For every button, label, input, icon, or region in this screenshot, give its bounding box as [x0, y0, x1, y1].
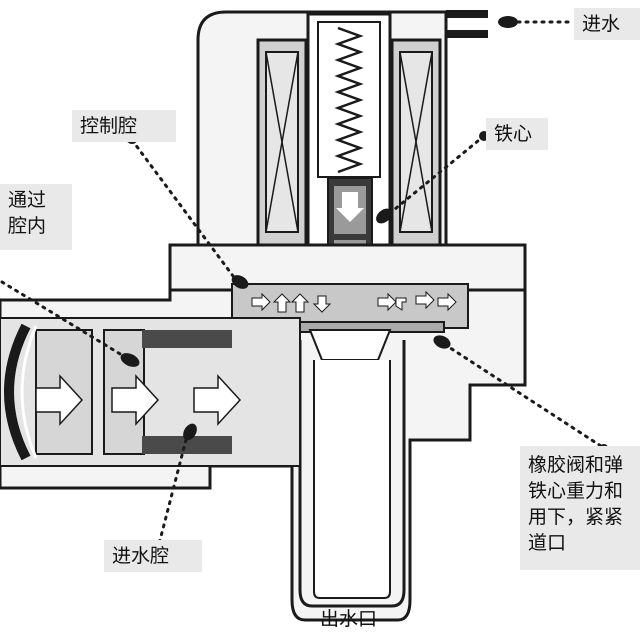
label-passes-into-chamber: 通过 腔内 [0, 184, 72, 250]
label-rubber-valve-note: 橡胶阀和弹 铁心重力和 用下，紧紧 道口 [520, 446, 640, 570]
valve-seat [308, 329, 392, 361]
label-inlet-chamber: 进水腔 [104, 540, 202, 572]
spring [334, 26, 364, 174]
inlet-pipe [446, 10, 488, 18]
flow-arrows-chamber [251, 290, 457, 313]
left-coil [256, 38, 308, 247]
label-outlet: 出水口 [320, 608, 378, 630]
outlet-pipe [298, 340, 406, 608]
label-iron-core: 铁心 [486, 118, 548, 150]
flow-arrows-inlet [35, 374, 242, 426]
label-inlet: 进水 [574, 8, 640, 40]
label-control-chamber: 控制腔 [72, 110, 176, 142]
leader-lines [0, 20, 606, 550]
right-coil [390, 38, 442, 247]
